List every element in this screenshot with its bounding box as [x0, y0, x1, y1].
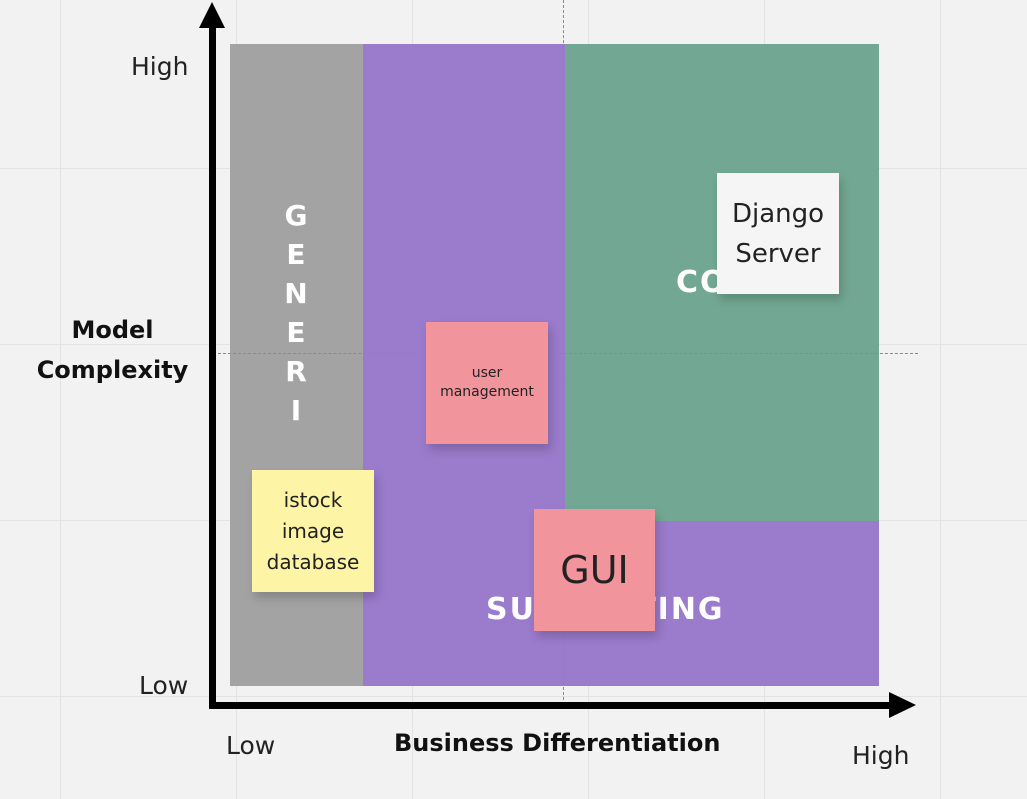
generic-region-label: GENERI — [284, 199, 310, 427]
y-axis-low-label: Low — [139, 671, 189, 700]
y-axis-arrow-icon — [199, 2, 225, 28]
sticky-note-istock-image-database[interactable]: istock image database — [252, 470, 374, 592]
sticky-note-text: GUI — [560, 548, 629, 592]
y-axis-high-label: High — [131, 52, 189, 81]
sticky-note-django-server[interactable]: Django Server — [717, 173, 839, 294]
x-axis-arrow-icon — [889, 692, 916, 718]
sticky-note-gui[interactable]: GUI — [534, 509, 655, 631]
y-axis-title: Model Complexity — [36, 316, 189, 384]
sticky-note-text: istock image database — [266, 487, 360, 574]
y-axis-line — [209, 18, 216, 709]
sticky-note-text: user management — [440, 365, 534, 400]
x-axis-title: Business Differentiation — [394, 729, 721, 757]
sticky-note-user-management[interactable]: user management — [426, 322, 548, 444]
x-axis-low-label: Low — [226, 731, 276, 760]
sticky-note-text: Django Server — [731, 198, 825, 269]
horizontal-divider — [218, 353, 918, 354]
x-axis-high-label: High — [852, 741, 910, 770]
x-axis-line — [209, 702, 891, 709]
vertical-divider — [563, 0, 564, 700]
